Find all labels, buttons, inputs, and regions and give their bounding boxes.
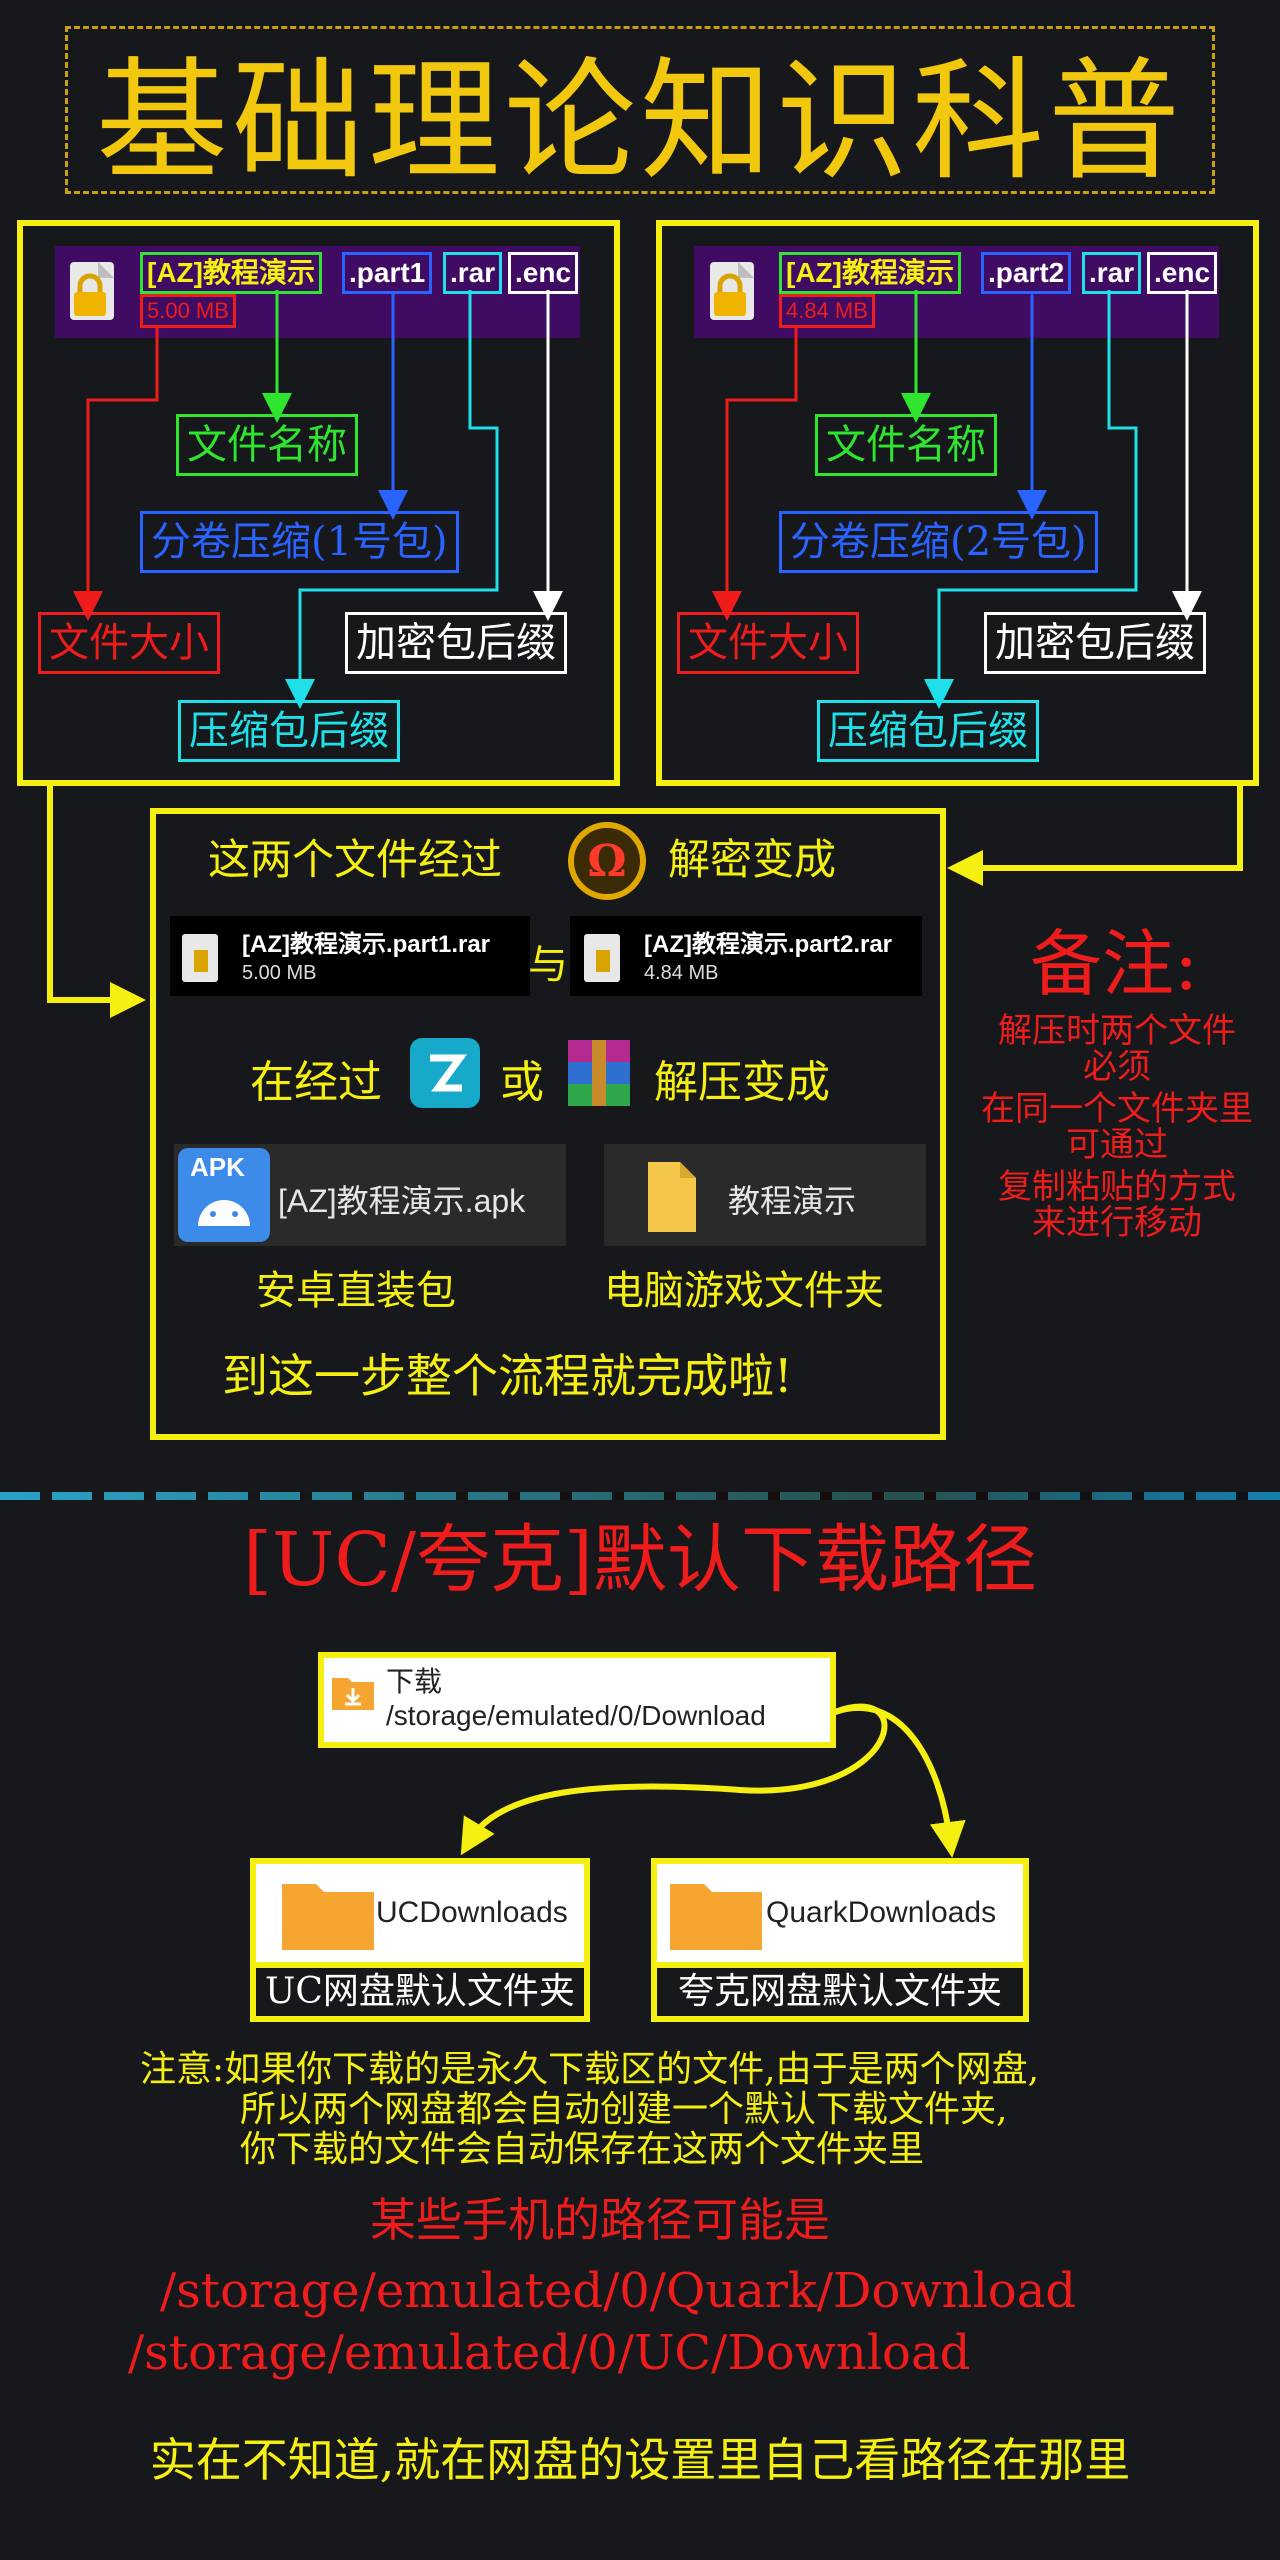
apk-badge: APK <box>190 1152 245 1182</box>
center-line1-post: 解密变成 <box>668 835 837 884</box>
left-tag-part: .part1 <box>342 252 433 294</box>
remark-line: 复制粘贴的方式 <box>998 1167 1236 1207</box>
file1-size: 5.00 MB <box>242 962 317 984</box>
remark-line: 来进行移动 <box>1032 1203 1202 1243</box>
right-label-size: 文件大小 <box>677 612 859 674</box>
apk-android-icon <box>178 1148 270 1242</box>
folder-file-name: 教程演示 <box>728 1183 857 1219</box>
file-item-part2 <box>570 916 922 996</box>
file2-name: [AZ]教程演示.part2.rar <box>644 931 893 958</box>
omega-decrypt-icon: Ω <box>568 822 646 900</box>
gradient-divider <box>0 1492 1280 1500</box>
uc-caption: UC网盘默认文件夹 <box>265 1971 575 2012</box>
note-line: 注意:如果你下载的是永久下载区的文件,由于是两个网盘, <box>140 2049 1040 2090</box>
done-text: 到这一步整个流程就完成啦! <box>222 1349 793 1403</box>
folder-icon <box>668 1878 764 1952</box>
note-line: 你下载的文件会自动保存在这两个文件夹里 <box>240 2129 925 2170</box>
center-line1-pre: 这两个文件经过 <box>208 835 503 884</box>
lock-file-icon <box>62 256 124 326</box>
file1-name: [AZ]教程演示.part1.rar <box>242 931 491 958</box>
left-label-size: 文件大小 <box>38 612 220 674</box>
right-label-part: 分卷压缩(2号包) <box>779 511 1098 573</box>
quark-caption: 夸克网盘默认文件夹 <box>677 1971 1002 2012</box>
apk-file-name: [AZ]教程演示.apk <box>278 1183 526 1219</box>
remark-line: 必须 <box>1083 1047 1151 1087</box>
uc-folder-name: UCDownloads <box>376 1896 568 1929</box>
folder-icon <box>280 1878 376 1952</box>
left-file-size: 5.00 MB <box>140 294 236 328</box>
quark-caption-band <box>657 1962 1023 2016</box>
remark-line: 可通过 <box>1066 1125 1168 1165</box>
remark-lines: 解压时两个文件 必须 在同一个文件夹里 可通过 复制粘贴的方式 来进行移动 <box>952 1010 1280 1244</box>
right-tag-part: .part2 <box>981 252 1072 294</box>
maybe-path-heading: 某些手机的路径可能是 <box>370 2193 830 2247</box>
note-line: 所以两个网盘都会自动创建一个默认下载文件夹, <box>240 2089 1008 2130</box>
note-block: 注意:如果你下载的是永久下载区的文件,由于是两个网盘, 所以两个网盘都会自动创建… <box>140 2050 1039 2170</box>
download-folder-box <box>318 1652 836 1748</box>
left-tag-name: [AZ]教程演示 <box>140 252 322 294</box>
center-line2-pre: 在经过 <box>250 1057 382 1108</box>
left-tag-enc: .enc <box>508 252 579 294</box>
quark-alt-path: /storage/emulated/0/Quark/Download <box>160 2263 1077 2319</box>
right-label-rar: 压缩包后缀 <box>817 700 1039 762</box>
right-file-size: 4.84 MB <box>779 294 875 328</box>
file2-size: 4.84 MB <box>644 962 719 984</box>
section2-title: [UC/夸克]默认下载路径 <box>243 1517 1037 1603</box>
svg-text:Ω: Ω <box>587 836 626 887</box>
zarchiver-icon <box>408 1036 482 1110</box>
file-icon <box>178 930 226 986</box>
right-card <box>656 220 1259 786</box>
download-folder-name: 下载 <box>386 1666 443 1697</box>
right-tag-rar: .rar <box>1082 252 1142 294</box>
download-folder-icon <box>330 1672 376 1712</box>
download-path: /storage/emulated/0/Download <box>386 1700 766 1731</box>
center-line2-post: 解压变成 <box>654 1057 830 1108</box>
remark-title: 备注: <box>1030 922 1199 1006</box>
center-line2-or: 或 <box>500 1057 544 1108</box>
file-icon <box>580 930 628 986</box>
uc-alt-path: /storage/emulated/0/UC/Download <box>128 2325 971 2381</box>
right-label-enc: 加密包后缀 <box>984 612 1206 674</box>
title-frame <box>65 26 1215 194</box>
remark-line: 解压时两个文件 <box>998 1011 1236 1051</box>
file-item-part1 <box>170 916 530 996</box>
and-text: 与 <box>528 942 568 988</box>
left-label-name: 文件名称 <box>176 414 358 476</box>
right-tag-enc: .enc <box>1147 252 1218 294</box>
left-label-enc: 加密包后缀 <box>345 612 567 674</box>
folder-icon <box>640 1158 704 1236</box>
page-title: 基础理论知识科普 <box>96 44 1184 199</box>
uc-caption-band <box>256 1962 584 2016</box>
left-label-part: 分卷压缩(1号包) <box>140 511 459 573</box>
lock-file-icon <box>702 256 764 326</box>
left-tag-rar: .rar <box>443 252 503 294</box>
center-process-box <box>150 808 946 1440</box>
winrar-icon <box>562 1036 636 1110</box>
bottom-hint: 实在不知道,就在网盘的设置里自己看路径在那里 <box>149 2433 1131 2487</box>
remark-line: 在同一个文件夹里 <box>981 1089 1253 1129</box>
apk-caption: 安卓直装包 <box>256 1268 456 1314</box>
quark-folder-name: QuarkDownloads <box>766 1896 997 1929</box>
left-card <box>17 220 620 786</box>
folder-caption: 电脑游戏文件夹 <box>604 1268 884 1314</box>
right-tag-name: [AZ]教程演示 <box>779 252 961 294</box>
left-label-rar: 压缩包后缀 <box>178 700 400 762</box>
right-label-name: 文件名称 <box>815 414 997 476</box>
